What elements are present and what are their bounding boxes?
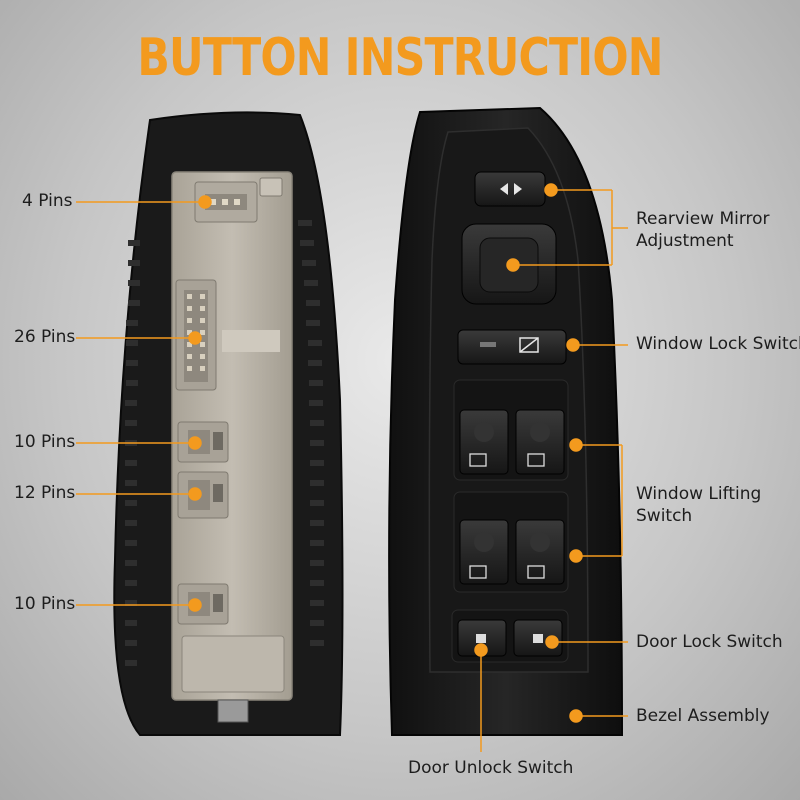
back-housing bbox=[113, 111, 344, 736]
connector-12-pins bbox=[177, 471, 229, 519]
label-12-pins: 12 Pins bbox=[14, 483, 76, 503]
page-title: BUTTON INSTRUCTION bbox=[137, 28, 663, 88]
label-window-lifting-line1: Window Lifting bbox=[636, 484, 762, 504]
ribbed-edge bbox=[125, 220, 324, 666]
label-26-pins: 26 Pins bbox=[14, 327, 76, 347]
label-bezel-assembly: Bezel Assembly bbox=[636, 706, 770, 726]
window-lock-switch bbox=[457, 329, 567, 365]
connector-10-pins-lower bbox=[177, 583, 229, 625]
connector-4-pins bbox=[194, 177, 283, 223]
label-rearview-mirror-line1: Rearview Mirror bbox=[636, 209, 770, 229]
window-lifting-switches bbox=[453, 379, 569, 593]
label-window-lifting-line2: Switch bbox=[636, 506, 693, 526]
label-rearview-mirror-line2: Adjustment bbox=[636, 231, 734, 251]
label-door-lock-switch: Door Lock Switch bbox=[636, 632, 783, 652]
label-window-lock-switch: Window Lock Switch bbox=[636, 334, 800, 354]
mirror-selector-switch bbox=[474, 171, 546, 207]
connector-10-pins-upper bbox=[177, 421, 229, 463]
label-4-pins: 4 Pins bbox=[22, 191, 73, 211]
label-10-pins-upper: 10 Pins bbox=[14, 432, 76, 452]
label-window-lifting-switch: Window Lifting Switch bbox=[636, 483, 761, 527]
callout-lines bbox=[76, 183, 628, 752]
label-door-unlock-switch: Door Unlock Switch bbox=[408, 758, 574, 778]
label-rearview-mirror: Rearview Mirror Adjustment bbox=[636, 208, 770, 252]
label-10-pins-lower: 10 Pins bbox=[14, 594, 76, 614]
